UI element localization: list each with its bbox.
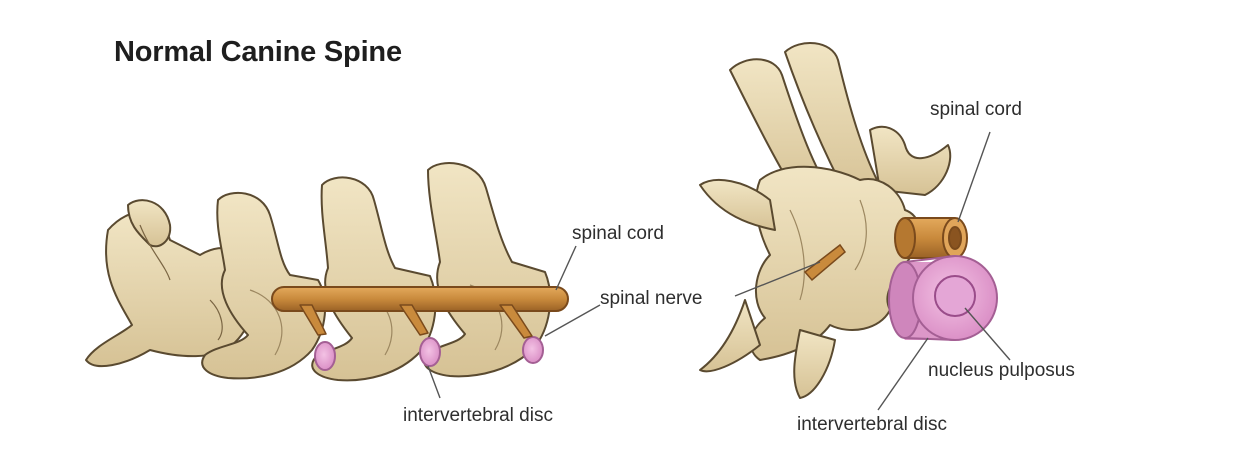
leader-side-spinal-cord [555, 245, 577, 291]
side-spinal-nerve-1 [299, 304, 327, 336]
nucleus-pulposus-shape [934, 275, 976, 317]
side-disc-1 [314, 341, 336, 371]
cross-section-vertebra [699, 41, 952, 399]
label-side-spinal-cord: spinal cord [572, 223, 664, 244]
label-nucleus-pulposus: nucleus pulposus [928, 360, 1075, 381]
side-view-spine [85, 162, 569, 382]
cross-spinal-nerve [803, 243, 847, 282]
side-spinal-nerve-2 [399, 304, 429, 336]
leader-cross-disc [877, 337, 929, 411]
side-spinal-nerve-3 [499, 304, 533, 339]
label-spinal-nerve: spinal nerve [600, 288, 703, 309]
cross-spinal-cord [894, 217, 968, 259]
vertebra-3 [311, 176, 437, 382]
leader-side-disc-b [734, 261, 821, 297]
leader-cross-nucleus [964, 307, 1011, 361]
vertebra-1 [85, 199, 255, 368]
diagram-title: Normal Canine Spine [114, 36, 402, 68]
leader-side-spinal-nerve [544, 304, 601, 337]
leader-side-disc-a [427, 365, 441, 399]
side-spinal-cord [271, 286, 569, 312]
side-disc-2 [419, 337, 441, 367]
label-cross-spinal-cord: spinal cord [930, 99, 1022, 120]
side-disc-3 [522, 336, 544, 364]
cross-leaders [734, 131, 1011, 411]
side-leaders [427, 245, 601, 399]
label-side-intervertebral-disc: intervertebral disc [403, 405, 553, 426]
vertebra-2 [201, 192, 327, 380]
leader-cross-spinal-cord [957, 131, 991, 223]
label-cross-intervertebral-disc: intervertebral disc [797, 414, 947, 435]
